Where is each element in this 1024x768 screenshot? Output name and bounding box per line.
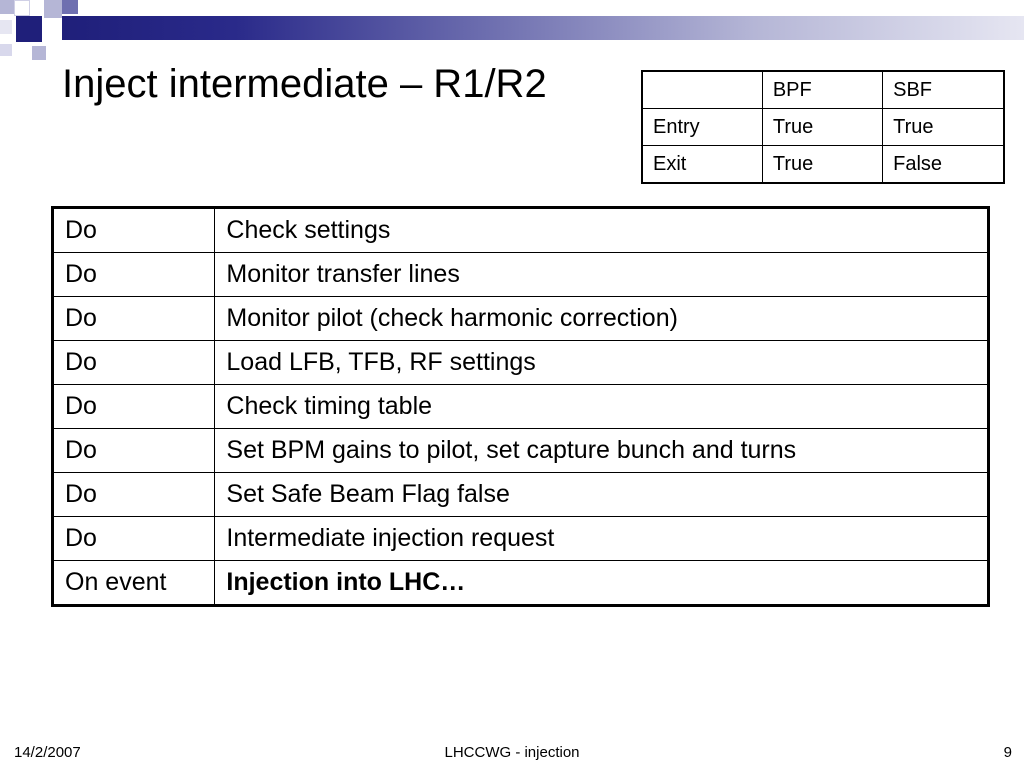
slide-title: Inject intermediate – R1/R2: [62, 62, 547, 106]
flag-table-cell: True: [882, 108, 1005, 146]
decorative-square: [16, 16, 42, 42]
flag-table-cell: True: [761, 145, 884, 184]
page-number: 9: [1003, 744, 1012, 761]
step-kind: Do: [51, 472, 216, 517]
step-kind: Do: [51, 516, 216, 561]
step-kind: Do: [51, 296, 216, 341]
footer-date: 14/2/2007: [14, 744, 81, 761]
header-gradient-bar: [62, 16, 1024, 40]
flag-table-cell: Entry: [641, 108, 763, 146]
step-action: Set Safe Beam Flag false: [214, 472, 989, 517]
step-kind: Do: [51, 428, 216, 473]
table-row: Do Load LFB, TFB, RF settings: [51, 340, 989, 385]
step-action: Load LFB, TFB, RF settings: [214, 340, 989, 385]
step-kind: Do: [51, 340, 216, 385]
step-action: Monitor pilot (check harmonic correction…: [214, 296, 989, 341]
step-action: Intermediate injection request: [214, 516, 989, 561]
table-row: Do Set BPM gains to pilot, set capture b…: [51, 428, 989, 473]
table-row: Do Monitor pilot (check harmonic correct…: [51, 296, 989, 341]
flag-table-header-row: BPF SBF: [641, 70, 1005, 109]
flag-table-cell: True: [761, 108, 884, 146]
decorative-square: [0, 0, 14, 14]
flag-table-cell: Exit: [641, 145, 763, 184]
step-kind: Do: [51, 252, 216, 297]
flag-table-row: Entry True True: [641, 108, 1005, 146]
flag-table: BPF SBF Entry True True Exit True False: [641, 70, 1005, 184]
step-kind: Do: [51, 207, 216, 253]
table-row: Do Check timing table: [51, 384, 989, 429]
table-row: Do Check settings: [51, 207, 989, 253]
table-row: Do Monitor transfer lines: [51, 252, 989, 297]
decorative-square: [44, 0, 62, 18]
step-action: Monitor transfer lines: [214, 252, 989, 297]
flag-table-cell: BPF: [761, 70, 884, 109]
table-row: Do Intermediate injection request: [51, 516, 989, 561]
flag-table-cell: [641, 70, 763, 109]
footer-title: LHCCWG - injection: [444, 744, 580, 761]
decorative-square: [14, 0, 30, 16]
step-action: Check settings: [214, 207, 989, 253]
decorative-square: [44, 18, 62, 40]
decorative-square: [62, 0, 78, 14]
table-row: Do Set Safe Beam Flag false: [51, 472, 989, 517]
step-kind: Do: [51, 384, 216, 429]
step-action: Check timing table: [214, 384, 989, 429]
step-action: Injection into LHC…: [214, 560, 989, 606]
decorative-square: [0, 44, 12, 56]
step-kind: On event: [51, 560, 216, 606]
step-action: Set BPM gains to pilot, set capture bunc…: [214, 428, 989, 473]
flag-table-cell: False: [882, 145, 1005, 184]
steps-table: Do Check settings Do Monitor transfer li…: [51, 206, 990, 607]
table-row: On event Injection into LHC…: [51, 560, 989, 606]
decorative-square: [32, 46, 46, 60]
flag-table-row: Exit True False: [641, 145, 1005, 184]
flag-table-cell: SBF: [882, 70, 1005, 109]
decorative-square: [0, 20, 12, 34]
